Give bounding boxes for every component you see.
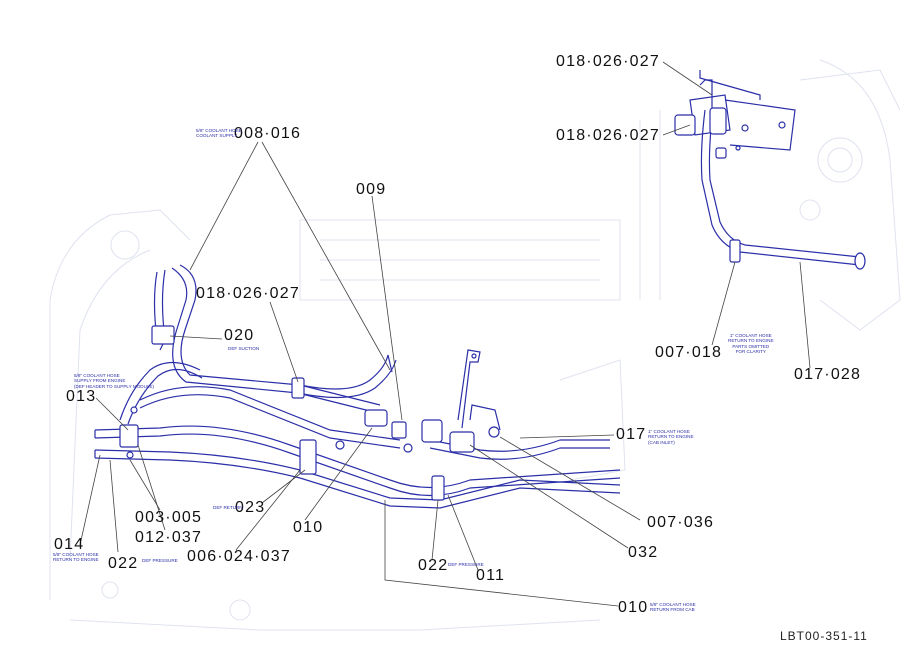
leader-lines — [79, 61, 811, 607]
right-clamps — [674, 107, 866, 270]
background-engine-outline — [49, 59, 901, 631]
callout-014: 014 — [54, 536, 85, 553]
drawing-number: LBT00-351-11 — [780, 629, 868, 643]
bracket-left — [457, 349, 501, 431]
note-return-to-engine-left: 5/8" COOLANT HOSE RETURN TO ENGINE — [53, 552, 99, 563]
callout-008-016: 008·016 — [234, 125, 302, 142]
callout-010-mid: 010 — [293, 519, 324, 536]
callout-011: 011 — [476, 567, 506, 584]
callout-023: 023 — [235, 499, 266, 516]
callout-022-left: 022 — [108, 555, 139, 572]
callout-017-028: 017·028 — [794, 366, 862, 383]
callout-009: 009 — [356, 181, 387, 198]
callout-018-026-027-mid: 018·026·027 — [556, 127, 660, 144]
callout-018-026-027-top: 018·026·027 — [556, 53, 660, 70]
note-coolant-supply: 5/8" COOLANT HOSE COOLANT SUPPLY — [196, 128, 242, 139]
note-def-pressure-mid: DEF PRESSURE — [448, 562, 484, 567]
callout-022-mid: 022 — [418, 557, 449, 574]
right-hose-assembly — [689, 70, 861, 266]
note-def-suction: DEF SUCTION — [228, 346, 260, 351]
note-supply-from-engine: 5/8" COOLANT HOSE SUPPLY FROM ENGINE (DE… — [74, 373, 155, 389]
callout-006-024-037: 006·024·037 — [187, 548, 291, 565]
left-hose-assembly — [94, 264, 621, 509]
note-def-return: DEF RETURN — [213, 505, 243, 510]
note-return-from-cab: 5/8" COOLANT HOSE RETURN FROM CAB — [650, 602, 696, 613]
callout-020: 020 — [224, 327, 255, 344]
callout-032: 032 — [628, 544, 659, 561]
callout-017: 017 — [616, 426, 647, 443]
left-clamps — [119, 325, 500, 501]
callout-003-005: 003·005 — [135, 509, 203, 526]
callout-007-018: 007·018 — [655, 344, 723, 361]
callout-013: 013 — [66, 388, 97, 405]
note-return-to-engine-cab-inlet: 1" COOLANT HOSE RETURN TO ENGINE (CAB IN… — [648, 429, 694, 445]
callout-010-bottom: 010 — [618, 599, 649, 616]
callout-018-026-027-left: 018·026·027 — [196, 285, 300, 302]
note-def-pressure-left: DEF PRESSURE — [142, 558, 178, 563]
note-parts-omitted: 1" COOLANT HOSE RETURN TO ENGINE PARTS O… — [728, 333, 774, 355]
callout-012-037: 012·037 — [135, 529, 203, 546]
callout-007-036: 007·036 — [647, 514, 715, 531]
